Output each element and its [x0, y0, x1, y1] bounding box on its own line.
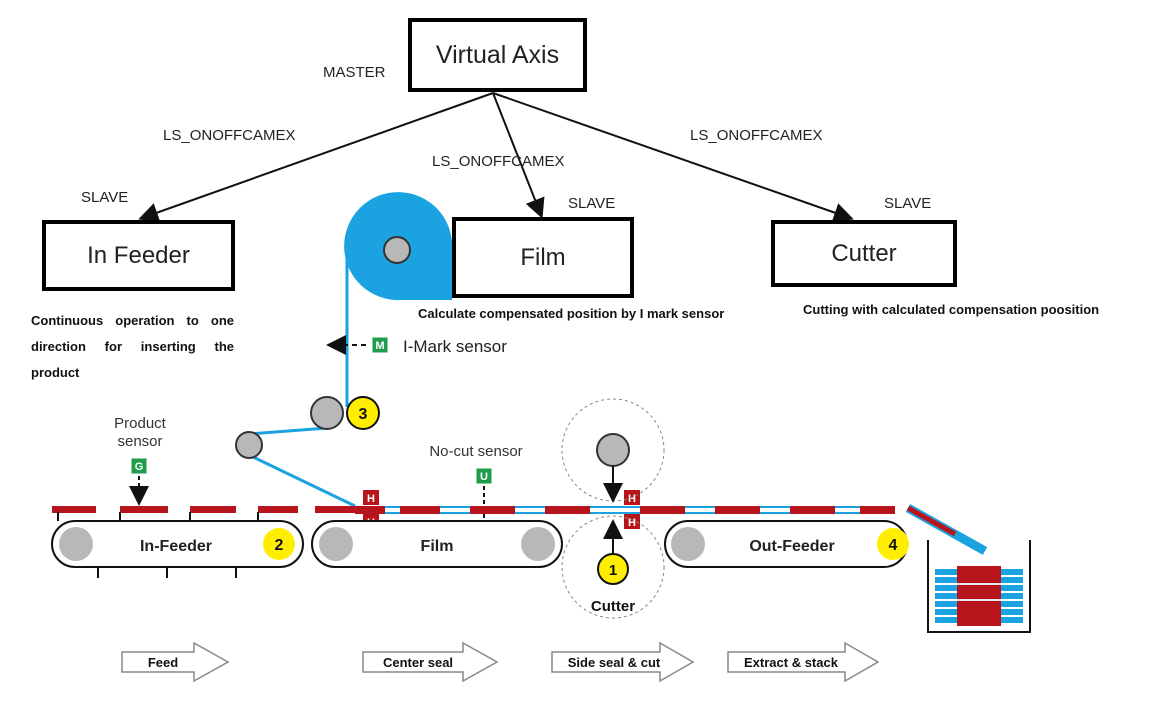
film-conveyor: Film: [311, 520, 563, 568]
in-feeder-belt: [51, 520, 304, 568]
link-in-feeder: [138, 92, 494, 223]
imark-badge-letter: M: [375, 340, 384, 352]
product-sensor-badge: [130, 457, 148, 475]
cam-label-left: LS_ONOFFCAMEX: [163, 127, 296, 144]
number-4-circle: [877, 528, 909, 560]
in-feeder-description: Continuous operation to one direction fo…: [31, 313, 234, 380]
product-sensor-label-1: Product: [114, 415, 167, 432]
cam-label-center: LS_ONOFFCAMEX: [432, 153, 565, 170]
cutter-station-label: Cutter: [591, 598, 635, 615]
cutter-axis-label: Cutter: [831, 239, 897, 267]
cutter-upper-knife: [596, 433, 630, 467]
out-feeder-conveyor: Out-Feeder 4: [664, 520, 909, 568]
nocut-sensor-label: No-cut sensor: [429, 443, 522, 460]
svg-text:H: H: [367, 493, 375, 505]
film-axis-label: Film: [520, 243, 566, 271]
number-4: 4: [889, 537, 898, 554]
stage-feed-arrow: [121, 641, 230, 683]
tension-roller-upper: [310, 396, 344, 430]
stage-extract-arrow: [727, 641, 880, 683]
number-2: 2: [275, 537, 284, 554]
number-1: 1: [609, 562, 617, 579]
stage-feed-label: Feed: [148, 655, 178, 670]
slave-label-film: SLAVE: [568, 195, 616, 212]
film-description: Calculate compensated position by I mark…: [418, 306, 725, 321]
process-stages: Feed Center seal Side seal & cut Extract…: [121, 641, 880, 683]
stage-side-seal-arrow: [551, 641, 695, 683]
link-cutter: [492, 92, 854, 223]
in-feeder-axis-label: In Feeder: [87, 241, 190, 269]
number-1-circle: [597, 553, 629, 585]
wrapped-product-line: [355, 506, 895, 514]
product-sensor-label-2: sensor: [117, 433, 162, 450]
in-feeder-axis-box: In Feeder: [42, 220, 235, 291]
in-feeder-conveyor-label: In-Feeder: [140, 538, 212, 555]
slave-label-cutter: SLAVE: [884, 195, 932, 212]
stage-center-seal-arrow: [362, 641, 499, 683]
slave-label-in-feeder: SLAVE: [81, 189, 129, 206]
link-film: [492, 92, 545, 219]
nocut-sensor-badge-letter: U: [480, 471, 488, 483]
cutter-description: Cutting with calculated compensation poo…: [803, 302, 1100, 317]
svg-text:H: H: [628, 517, 636, 529]
number-3: 3: [359, 406, 368, 423]
master-label: MASTER: [323, 64, 386, 81]
product-sensor-badge-letter: G: [135, 461, 144, 473]
film-roll: [344, 192, 453, 301]
output-chute: [905, 504, 988, 555]
tension-roller-lower: [235, 431, 263, 459]
number-3-circle: [346, 396, 380, 430]
axis-link-lines: [138, 92, 854, 223]
film-path: [248, 255, 356, 508]
film-roll-core: [383, 236, 411, 264]
stacker-bin: [927, 540, 1031, 633]
film-axis-box: Film: [452, 217, 634, 298]
svg-text:H: H: [628, 493, 636, 505]
product-segments: [52, 506, 355, 513]
imark-sensor-label: I-Mark sensor: [403, 337, 507, 356]
imark-badge: [371, 336, 389, 354]
number-2-circle: [263, 528, 295, 560]
virtual-axis-label: Virtual Axis: [435, 40, 560, 69]
nocut-sensor-badge: [475, 467, 493, 485]
cam-label-right: LS_ONOFFCAMEX: [690, 127, 823, 144]
cutter-lower-path: [561, 515, 665, 619]
stage-side-seal-label: Side seal & cut: [568, 655, 661, 670]
stacked-products: [935, 566, 1023, 626]
cutter-axis-box: Cutter: [771, 220, 957, 287]
film-conveyor-label: Film: [421, 538, 454, 555]
virtual-axis-box: Virtual Axis: [408, 18, 587, 92]
in-feeder-conveyor: In-Feeder 2: [51, 512, 304, 578]
film-belt: [311, 520, 563, 568]
stage-extract-label: Extract & stack: [744, 655, 839, 670]
stage-center-seal-label: Center seal: [383, 655, 453, 670]
cutter-station: 1 Cutter: [561, 398, 665, 619]
out-feeder-conveyor-label: Out-Feeder: [749, 538, 834, 555]
